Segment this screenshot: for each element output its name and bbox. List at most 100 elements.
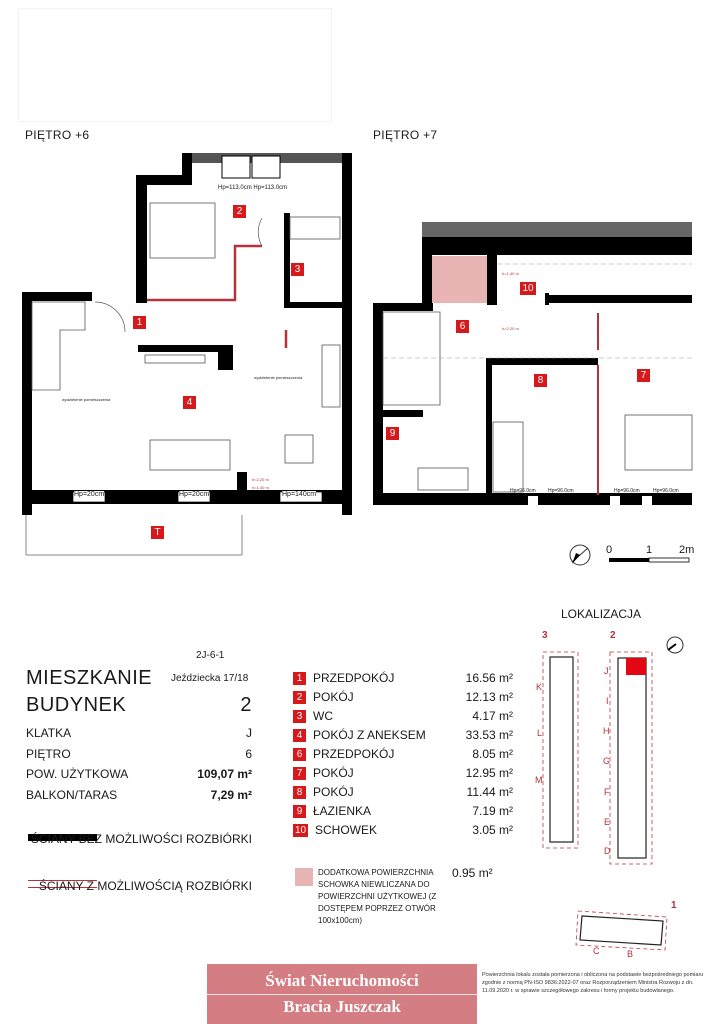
- building-2: [617, 657, 647, 859]
- building-3: [549, 656, 574, 843]
- window: [221, 155, 251, 179]
- room-name: POKÓJ: [313, 690, 354, 704]
- room-marker-6: 6: [456, 320, 469, 333]
- stairwell-label: F: [604, 787, 610, 797]
- room-marker-10: 10: [520, 282, 536, 295]
- wall: [182, 153, 192, 178]
- apartment-code: 2J-6-1: [196, 650, 225, 661]
- wall: [373, 303, 433, 311]
- room-number: 8: [293, 785, 306, 799]
- wall: [136, 175, 147, 303]
- room-name: WC: [313, 709, 333, 723]
- building-label-1: 1: [671, 900, 677, 911]
- building-1: [579, 915, 664, 946]
- window-height-label: Hp=96.0cm: [548, 488, 574, 494]
- top-blank-frame: [18, 8, 332, 122]
- stairs: [31, 301, 86, 391]
- area-footnote: Powierzchnia lokalu została pomierzona i…: [482, 972, 704, 994]
- building-1-outline: [575, 910, 668, 951]
- logo-line-1: Świat Nieruchomości: [265, 971, 419, 990]
- room-name: PRZEDPOKÓJ: [313, 747, 395, 761]
- legend-solid-wall-swatch: [28, 834, 97, 841]
- room-number: 4: [293, 728, 306, 742]
- scale-bar: [609, 557, 690, 563]
- bed: [624, 414, 693, 471]
- room-number: 10: [293, 823, 308, 837]
- room-area: 7.19 m²: [472, 804, 513, 818]
- room-name: POKÓJ Z ANEKSEM: [313, 728, 426, 742]
- wall: [486, 358, 598, 365]
- room-area: 12.95 m²: [465, 766, 513, 780]
- building-2-outline: [609, 651, 653, 865]
- room-area: 12.13 m²: [465, 690, 513, 704]
- floor-plans: [22, 153, 693, 566]
- wall: [218, 345, 233, 370]
- building-label: BUDYNEK: [26, 694, 127, 716]
- sofa: [149, 439, 231, 471]
- room-name: ŁAZIENKA: [313, 804, 372, 818]
- room-number: 1: [293, 671, 306, 685]
- stairwell-label: B: [627, 949, 634, 959]
- door-swing: [94, 301, 126, 333]
- floor6-plan: [22, 153, 352, 556]
- scale-zero: 0: [606, 544, 613, 556]
- room-name: POKÓJ: [313, 785, 354, 799]
- room-marker-7: 7: [637, 369, 650, 382]
- building-label-3: 3: [542, 630, 548, 641]
- info-label: POW. UŻYTKOWA: [26, 767, 129, 781]
- annotation: h=2,20 m: [502, 326, 519, 331]
- stairwell-label: M: [535, 775, 543, 785]
- wall: [545, 293, 549, 305]
- stairwell-label: K: [536, 682, 543, 692]
- wall: [383, 410, 423, 417]
- window: [528, 496, 538, 505]
- roof-strip: [422, 222, 692, 237]
- wall: [22, 292, 92, 301]
- wall: [284, 302, 344, 308]
- info-value: J: [246, 726, 252, 740]
- apartment-title: MIESZKANIE: [26, 667, 153, 689]
- info-value: 109,07 m²: [197, 767, 252, 781]
- annotation: h=2,20 m: [252, 477, 269, 482]
- info-value: 7,29 m²: [210, 788, 252, 802]
- floor7-title: PIĘTRO +7: [373, 128, 438, 142]
- room-marker-terrace: T: [151, 526, 164, 539]
- room-marker-4: 4: [183, 396, 196, 409]
- annotation: wydzielenie pomieszczenia: [254, 375, 303, 380]
- wall: [422, 237, 692, 255]
- window-height-label: Hp=113.0cm Hp=113.0cm: [218, 185, 288, 191]
- room-number: 6: [293, 747, 306, 761]
- building-3-outline: [542, 651, 579, 849]
- wall: [373, 303, 383, 505]
- window-height-label: Hp=96.0cm: [510, 488, 536, 494]
- room-area: 11.44 m²: [466, 785, 513, 799]
- window-height-label: Hp=20cm: [179, 491, 210, 498]
- stairwell-label: G: [603, 756, 611, 766]
- info-label: PIĘTRO: [26, 747, 71, 761]
- wall: [545, 295, 692, 303]
- door-swing: [257, 217, 263, 247]
- apartment-address: Jeździecka 17/18: [171, 673, 249, 684]
- wall: [136, 175, 192, 185]
- room-marker-1: 1: [133, 316, 146, 329]
- wall: [486, 358, 492, 498]
- stairwell-label: D: [604, 846, 611, 856]
- legend-removable-walls: ŚCIANY Z MOŻLIWOŚCIĄ ROZBIÓRKI: [38, 879, 252, 893]
- room-marker-9: 9: [386, 427, 399, 440]
- floor6-title: PIĘTRO +6: [25, 128, 90, 142]
- bed: [149, 202, 216, 259]
- legend-solid-walls: ŚCIANY BEZ MOŻLIWOŚCI ROZBIÓRKI: [30, 832, 252, 846]
- room-marker-3: 3: [291, 263, 304, 276]
- stairwell-label: L: [537, 728, 543, 738]
- annotation: h=1,40 m: [502, 271, 519, 276]
- scale-one: 1: [646, 544, 653, 556]
- kitchen-counter: [321, 344, 341, 408]
- window-height-label: Hp=96.0cm: [653, 488, 679, 494]
- stairwell-label: C: [593, 946, 600, 956]
